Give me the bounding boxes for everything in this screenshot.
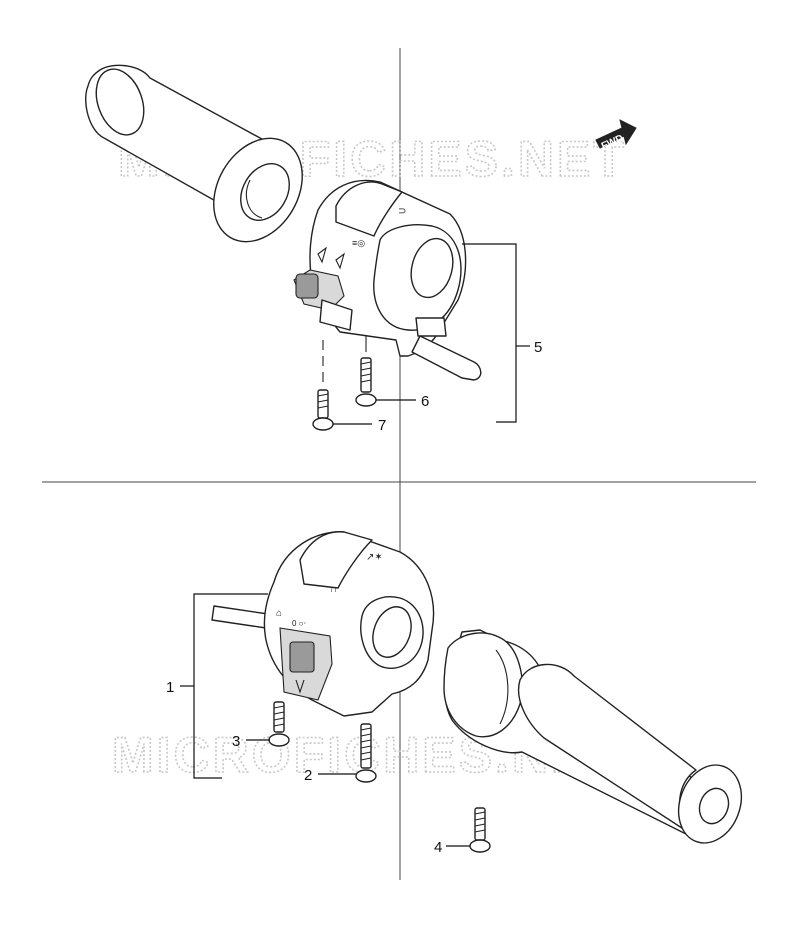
callout-3: 3 [232,733,240,750]
callout-5: 5 [534,339,542,356]
svg-text:0 ○⋅: 0 ○⋅ [292,619,306,628]
bracket-5 [462,243,517,423]
svg-text:≡◎: ≡◎ [352,238,365,248]
screw-6 [355,357,377,407]
callout-2: 2 [304,767,312,784]
screw-3 [268,701,290,747]
bottom-switch-housing: ↗✶ ∩ ⌂ 0 ○⋅ [211,531,435,717]
screw-7 [312,389,334,431]
svg-text:⊃: ⊃ [398,206,406,217]
callout-6: 6 [421,393,429,410]
callout-4: 4 [434,839,442,856]
svg-text:∩: ∩ [330,584,337,595]
screw-2 [355,723,377,783]
svg-text:↗✶: ↗✶ [366,552,383,563]
screw-4 [469,807,491,853]
callout-1: 1 [166,679,174,696]
svg-text:⌂: ⌂ [276,608,282,619]
throttle-grip [443,629,743,844]
callout-7: 7 [378,417,386,434]
left-handlebar-grip [85,64,303,243]
top-switch-housing: ≡◎ ⊃ [293,179,482,381]
